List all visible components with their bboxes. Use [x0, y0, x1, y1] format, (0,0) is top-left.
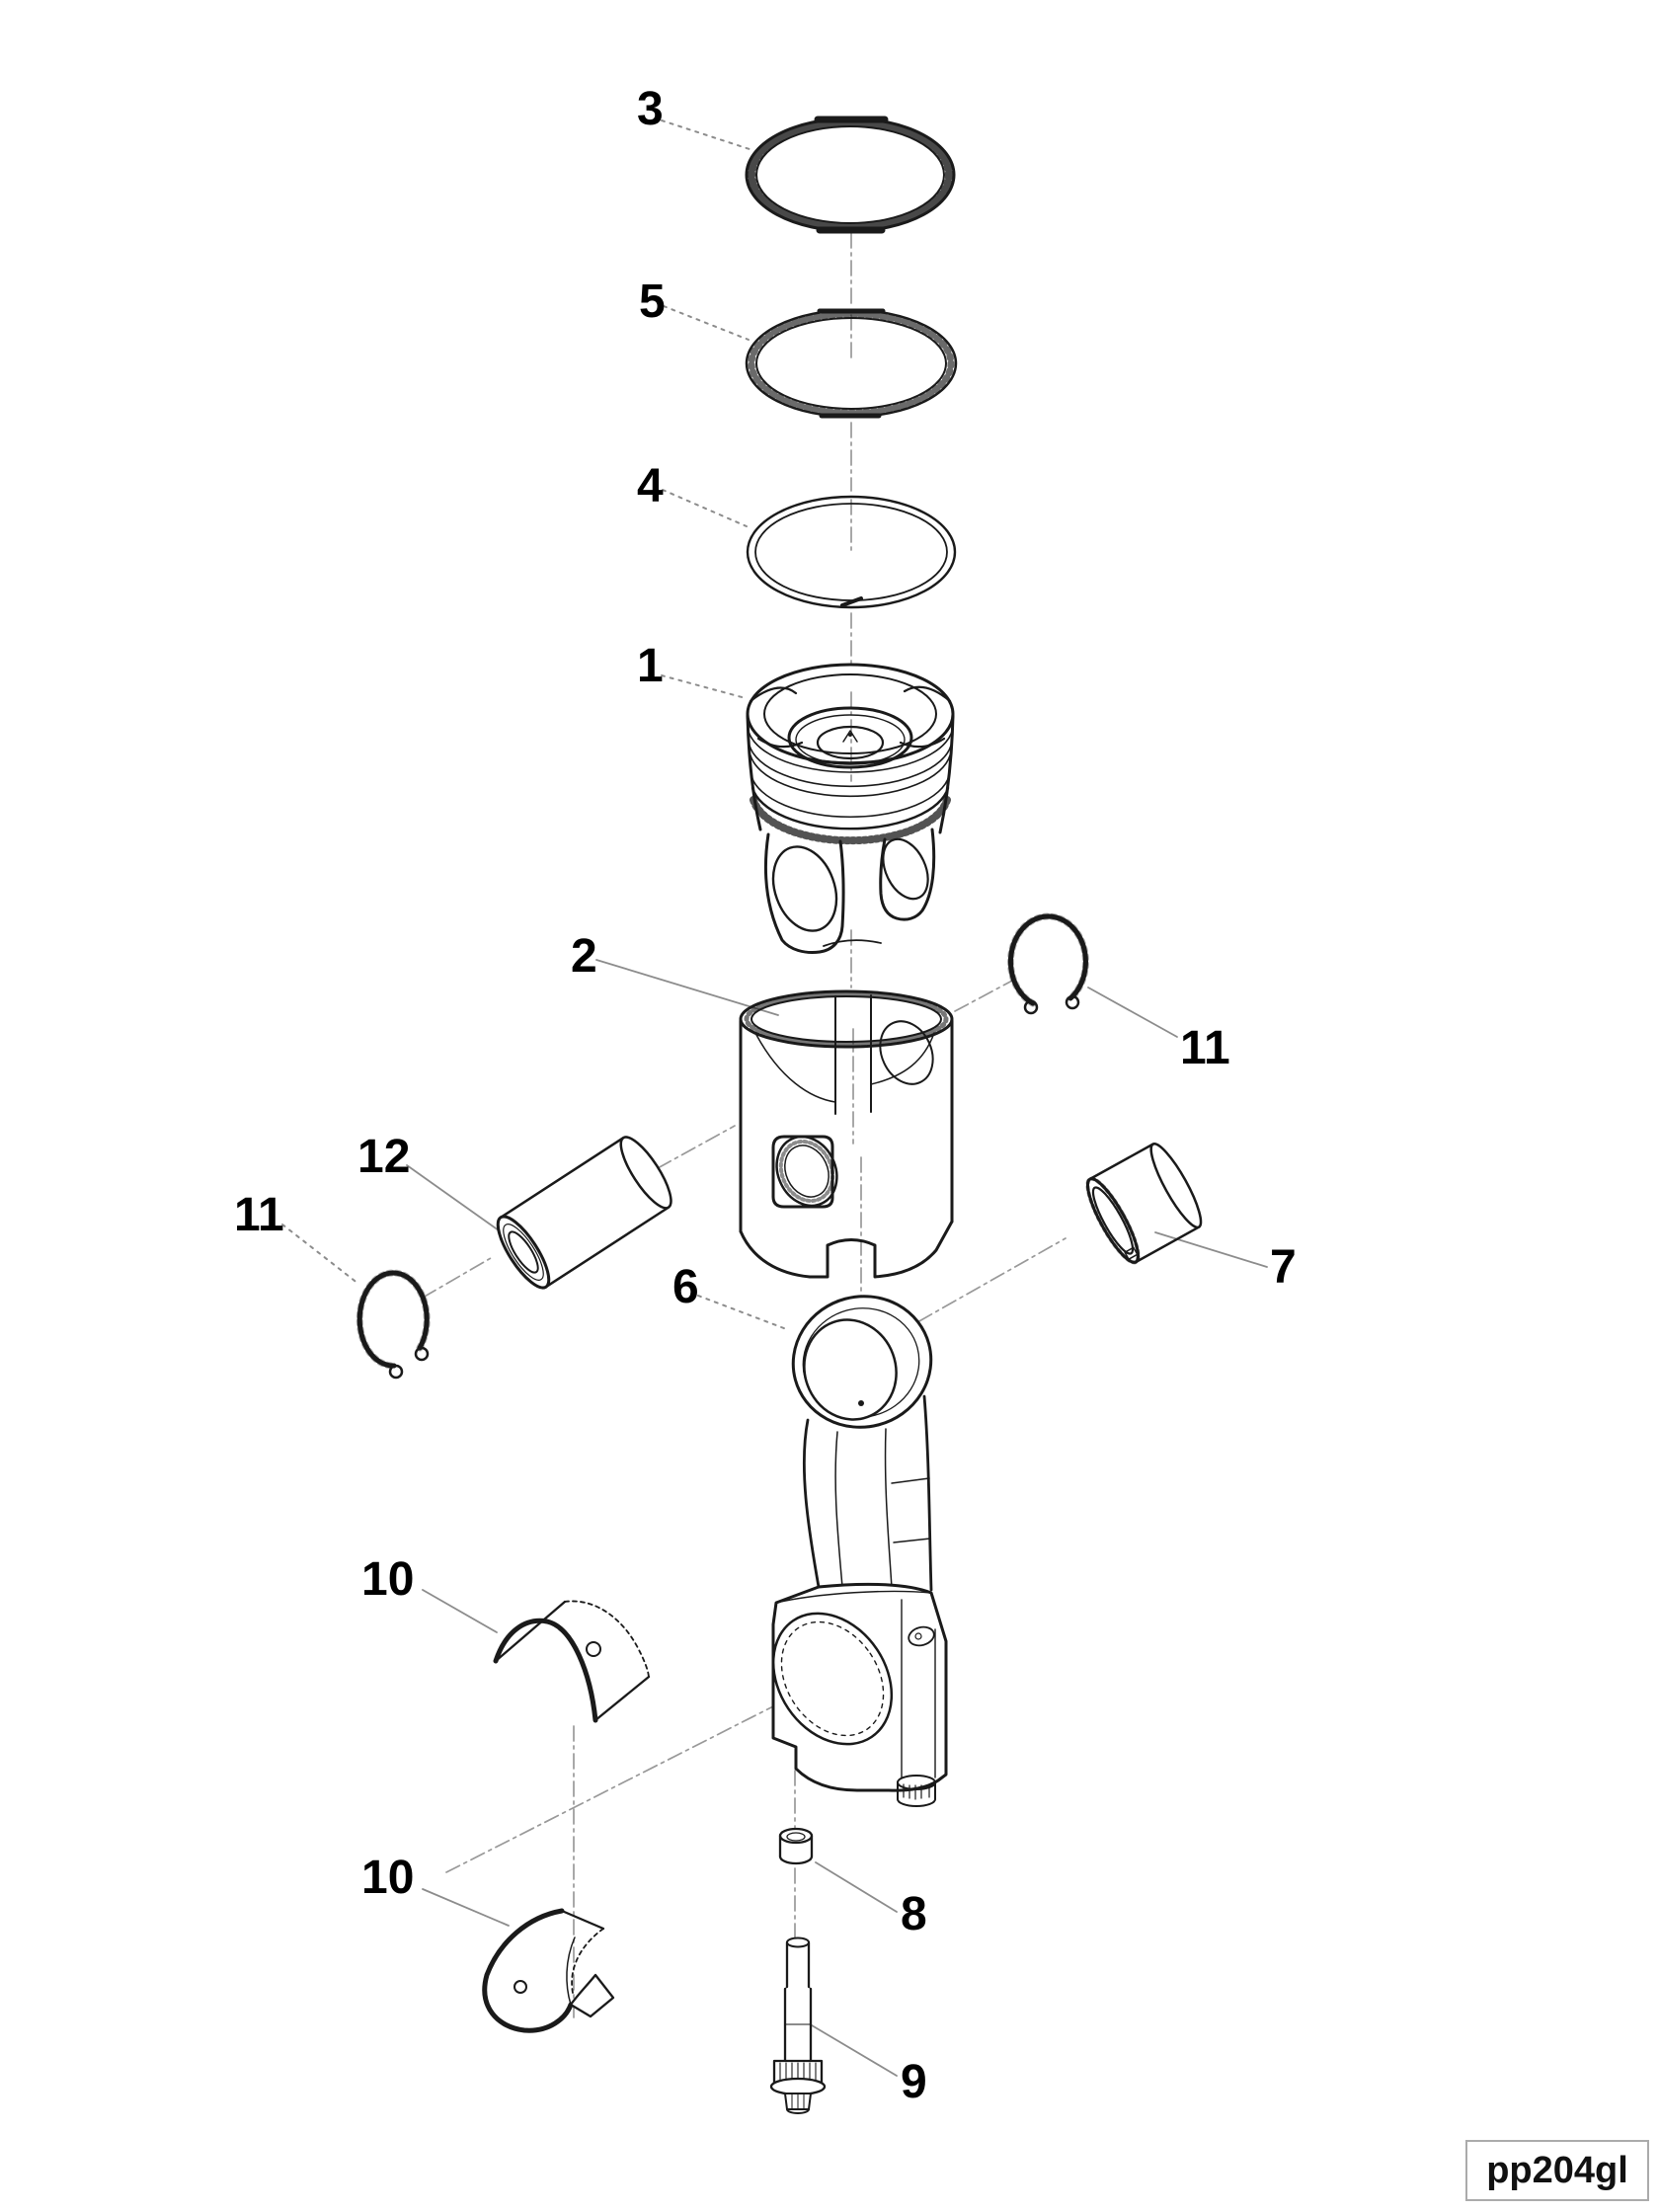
rod-bolt: [769, 1936, 827, 2114]
snap-ring-right: [1007, 912, 1089, 1015]
callout-label-dowel: 8: [901, 1888, 927, 1940]
leader-lines: [281, 119, 1268, 2077]
drawing-code: pp204gl: [1486, 2149, 1628, 2191]
piston-skirt: [739, 989, 954, 1279]
callout-label-connecting-rod: 6: [672, 1261, 699, 1313]
callout-label-bolt: 9: [901, 2056, 927, 2108]
centerlines: [422, 232, 1066, 2019]
piston-ring-second: [745, 308, 958, 419]
rod-bolt-installed: [897, 1775, 936, 1807]
callout-label-snap-ring-right: 11: [1180, 1022, 1230, 1074]
connecting-rod: [771, 1295, 948, 1807]
piston-ring-top: [745, 116, 956, 234]
callout-label-ring-second: 5: [639, 276, 666, 328]
callout-label-piston-skirt: 2: [571, 930, 597, 983]
drawing-code-box: pp204gl: [1465, 2140, 1649, 2201]
callout-label-shell-lower: 10: [361, 1852, 415, 1904]
callout-label-shell-upper: 10: [361, 1553, 415, 1606]
callout-label-bushing: 7: [1270, 1241, 1297, 1294]
small-end-bushing: [1085, 1143, 1203, 1265]
callout-label-oil-ring: 4: [637, 460, 664, 513]
callout-label-piston-pin: 12: [357, 1131, 411, 1183]
oil-ring: [746, 495, 957, 609]
dowel-sleeve: [778, 1827, 814, 1865]
piston-pin: [496, 1136, 672, 1290]
callout-label-ring-top: 3: [637, 83, 664, 135]
callout-label-piston-crown: 1: [637, 640, 664, 692]
bearing-shell-upper: [493, 1600, 651, 1723]
piston-crown: [746, 663, 955, 954]
snap-ring-left: [356, 1269, 431, 1380]
callout-label-snap-ring-left: 11: [234, 1189, 284, 1241]
bearing-shell-lower: [482, 1908, 615, 2033]
